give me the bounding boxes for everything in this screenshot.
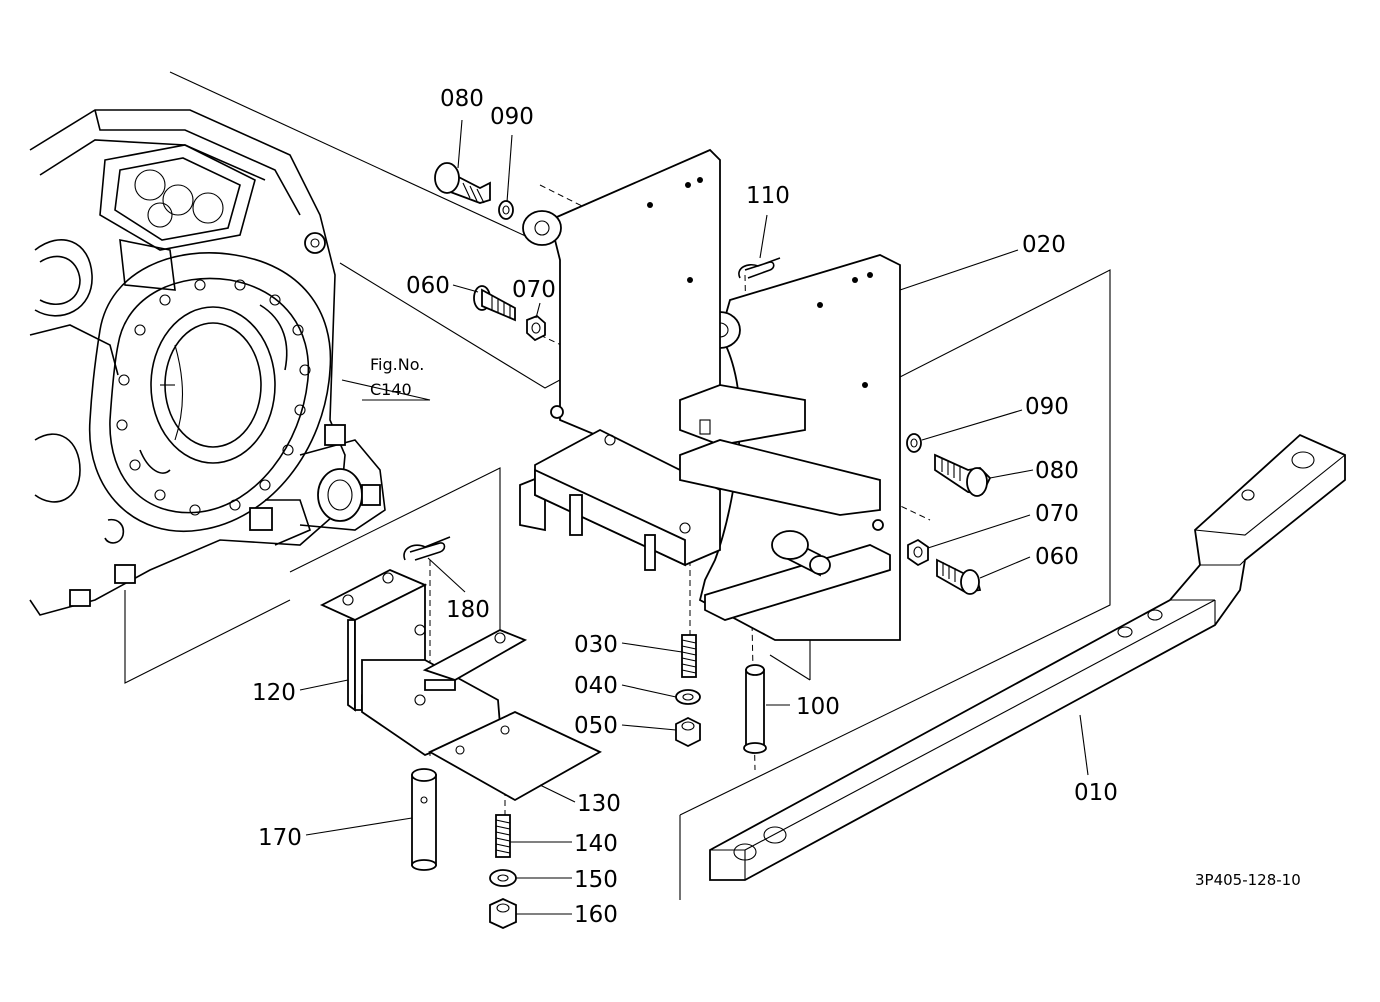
part-label-040: 040 bbox=[574, 673, 618, 699]
part-label-110: 110 bbox=[746, 183, 790, 209]
bracket-120 bbox=[319, 569, 528, 757]
part-label-140: 140 bbox=[574, 831, 618, 857]
part-label-060-upper: 060 bbox=[406, 273, 450, 299]
bolt-060-upper bbox=[473, 285, 516, 322]
part-label-090-lower: 090 bbox=[1025, 394, 1069, 420]
part-label-080-lower: 080 bbox=[1035, 458, 1079, 484]
part-label-070-upper: 070 bbox=[512, 277, 556, 303]
transmission-housing bbox=[29, 109, 386, 616]
washer-150 bbox=[489, 869, 517, 887]
figure-ref-line1: Fig.No. bbox=[370, 355, 424, 374]
label-leaders bbox=[299, 119, 1089, 915]
bolt-080-lower bbox=[934, 453, 992, 497]
part-label-050: 050 bbox=[574, 713, 618, 739]
part-label-020: 020 bbox=[1022, 232, 1066, 258]
part-label-150: 150 bbox=[574, 867, 618, 893]
part-label-170: 170 bbox=[258, 825, 302, 851]
figure-reference: Fig.No. C140 bbox=[370, 355, 424, 399]
clip-110 bbox=[738, 257, 781, 279]
figure-ref-line2: C140 bbox=[370, 380, 412, 399]
part-020-bracket bbox=[698, 254, 901, 641]
part-020-bracket-front bbox=[522, 148, 721, 471]
bolt-080-upper bbox=[434, 162, 491, 204]
flange-bolt-holes bbox=[116, 279, 311, 516]
nut-070-lower bbox=[907, 538, 929, 567]
part-label-030: 030 bbox=[574, 632, 618, 658]
part-label-070-lower: 070 bbox=[1035, 501, 1079, 527]
washer-090-upper bbox=[498, 200, 514, 220]
part-label-010: 010 bbox=[1074, 780, 1118, 806]
part-labels: 080 090 110 020 060 070 090 080 070 060 … bbox=[252, 86, 1118, 928]
part-label-130: 130 bbox=[577, 791, 621, 817]
part-label-160: 160 bbox=[574, 902, 618, 928]
stud-140 bbox=[495, 814, 511, 858]
washer-040 bbox=[675, 689, 701, 705]
pin-100 bbox=[743, 664, 767, 754]
part-label-080-upper: 080 bbox=[440, 86, 484, 112]
bolt-060-lower bbox=[936, 558, 982, 595]
stud-030 bbox=[681, 634, 697, 678]
part-label-100: 100 bbox=[796, 694, 840, 720]
washer-090-lower bbox=[906, 433, 922, 453]
hanger-base bbox=[519, 384, 881, 571]
drawbar-010 bbox=[709, 433, 1346, 881]
nut-050 bbox=[675, 716, 701, 748]
pin-170 bbox=[411, 768, 437, 871]
nut-160 bbox=[489, 898, 517, 929]
part-label-120: 120 bbox=[252, 680, 296, 706]
plate-130 bbox=[428, 711, 602, 802]
part-label-180: 180 bbox=[446, 597, 490, 623]
nut-070-upper bbox=[526, 314, 546, 342]
drawing-code: 3P405-128-10 bbox=[1195, 871, 1301, 889]
clip-180 bbox=[403, 536, 451, 561]
part-label-060-lower: 060 bbox=[1035, 544, 1079, 570]
part-label-090-upper: 090 bbox=[490, 104, 534, 130]
